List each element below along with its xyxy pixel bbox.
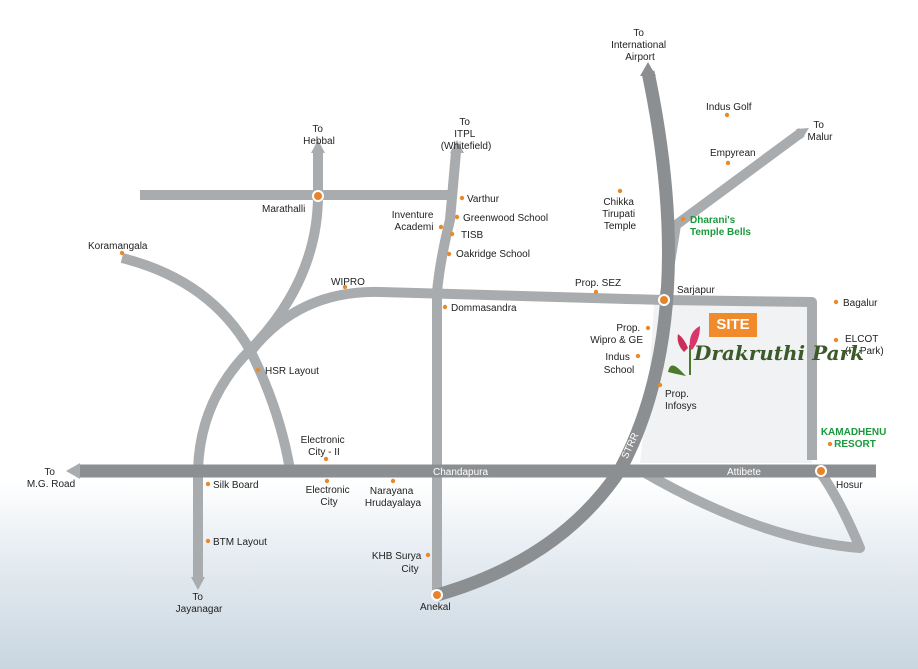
label-sarjapur: Sarjapur [677, 285, 715, 296]
dot-btm [205, 538, 211, 544]
label-tisb: TISB [461, 230, 484, 241]
dot-greenwood [454, 214, 460, 220]
dot-bagalur [833, 299, 839, 305]
dot-wipro [342, 284, 348, 290]
site-badge: SITE [709, 313, 757, 337]
label-chikka-tirupati: Chikka Tirupati Temple [602, 197, 638, 232]
label-inventure: Inventure Academi [392, 210, 436, 233]
tulip-logo-icon [668, 326, 700, 376]
arrow-jayanagar [191, 577, 205, 590]
node-hosur [815, 465, 827, 477]
label-marathalli: Marathalli [262, 204, 305, 215]
label-btm-layout: BTM Layout [213, 537, 267, 548]
dot-prop-infosys [657, 382, 663, 388]
label-to-malur: To Malur [807, 120, 833, 143]
label-wipro: WIPRO [331, 277, 365, 288]
arrow-mg-road [66, 463, 80, 479]
label-electronic-city-ii: Electronic City - II [301, 435, 348, 458]
dot-tisb [449, 231, 455, 237]
label-narayana: Narayana Hrudayalaya [365, 486, 422, 509]
label-silk-board: Silk Board [213, 480, 259, 491]
road-sarjapur [248, 286, 817, 460]
label-khb-surya: KHB Surya City [372, 551, 424, 575]
label-to-airport: To International Airport [611, 28, 669, 63]
dot-ec2 [323, 456, 329, 462]
label-to-mg-road: To M.G. Road [27, 467, 75, 490]
node-anekal [431, 589, 443, 601]
label-elcot: ELCOT (IT Park) [845, 334, 884, 357]
label-indus-golf: Indus Golf [706, 102, 752, 113]
label-electronic-city: Electronic City [306, 485, 353, 508]
road-hosur [637, 465, 865, 553]
label-to-itpl: To ITPL (Whitefield) [441, 117, 492, 152]
label-koramangala: Koramangala [88, 241, 148, 252]
label-dharanis: Dharani's Temple Bells [690, 215, 751, 238]
label-greenwood: Greenwood School [463, 213, 548, 224]
dot-oakridge [446, 251, 452, 257]
arrow-itpl [450, 140, 464, 153]
dot-chikka [617, 188, 623, 194]
node-marathalli [312, 190, 324, 202]
label-kamadhenu: KAMADHENU RESORT [821, 427, 889, 450]
label-empyrean: Empyrean [710, 148, 756, 159]
dot-hsr [255, 367, 261, 373]
arrow-malur [796, 128, 809, 139]
label-hosur: Hosur [836, 480, 863, 491]
label-varthur: Varthur [467, 194, 500, 205]
label-dommasandra: Dommasandra [451, 303, 517, 314]
road-stirr [435, 70, 675, 602]
label-bagalur: Bagalur [843, 298, 878, 309]
label-chandapura: Chandapura [433, 467, 488, 478]
dot-varthur [459, 195, 465, 201]
label-indus-school: Indus School [604, 352, 635, 376]
dot-dommasandra [442, 304, 448, 310]
dot-dharanis [680, 216, 686, 222]
dot-koramangala [119, 250, 125, 256]
dot-empyrean [725, 160, 731, 166]
dot-indus-golf [724, 112, 730, 118]
dot-khb [425, 552, 431, 558]
dot-kamadhenu [827, 441, 833, 447]
arrow-hebbal [311, 140, 325, 153]
dot-indus-school [635, 353, 641, 359]
road-itpl [432, 151, 461, 293]
dot-prop-wipro [645, 325, 651, 331]
dot-inventure [438, 224, 444, 230]
brand-logo: Drakruthi Park [694, 341, 864, 365]
label-hsr-layout: HSR Layout [265, 366, 319, 377]
dot-ec [324, 478, 330, 484]
dot-narayana [390, 478, 396, 484]
label-to-hebbal: To Hebbal [303, 124, 335, 147]
label-prop-sez: Prop. SEZ [575, 278, 621, 289]
dot-elcot [833, 337, 839, 343]
label-prop-wipro-ge: Prop. Wipro & GE [590, 323, 643, 346]
arrow-airport [640, 62, 656, 76]
label-attibete: Attibete [727, 467, 761, 478]
dot-prop-sez [593, 289, 599, 295]
node-sarjapur [658, 294, 670, 306]
label-prop-infosys: Prop. Infosys [665, 389, 697, 412]
label-to-jayanagar: To Jayanagar [176, 592, 223, 615]
dot-silk-board [205, 481, 211, 487]
label-anekal: Anekal [420, 602, 451, 613]
label-oakridge: Oakridge School [456, 249, 530, 260]
road-koramangala [120, 253, 295, 471]
